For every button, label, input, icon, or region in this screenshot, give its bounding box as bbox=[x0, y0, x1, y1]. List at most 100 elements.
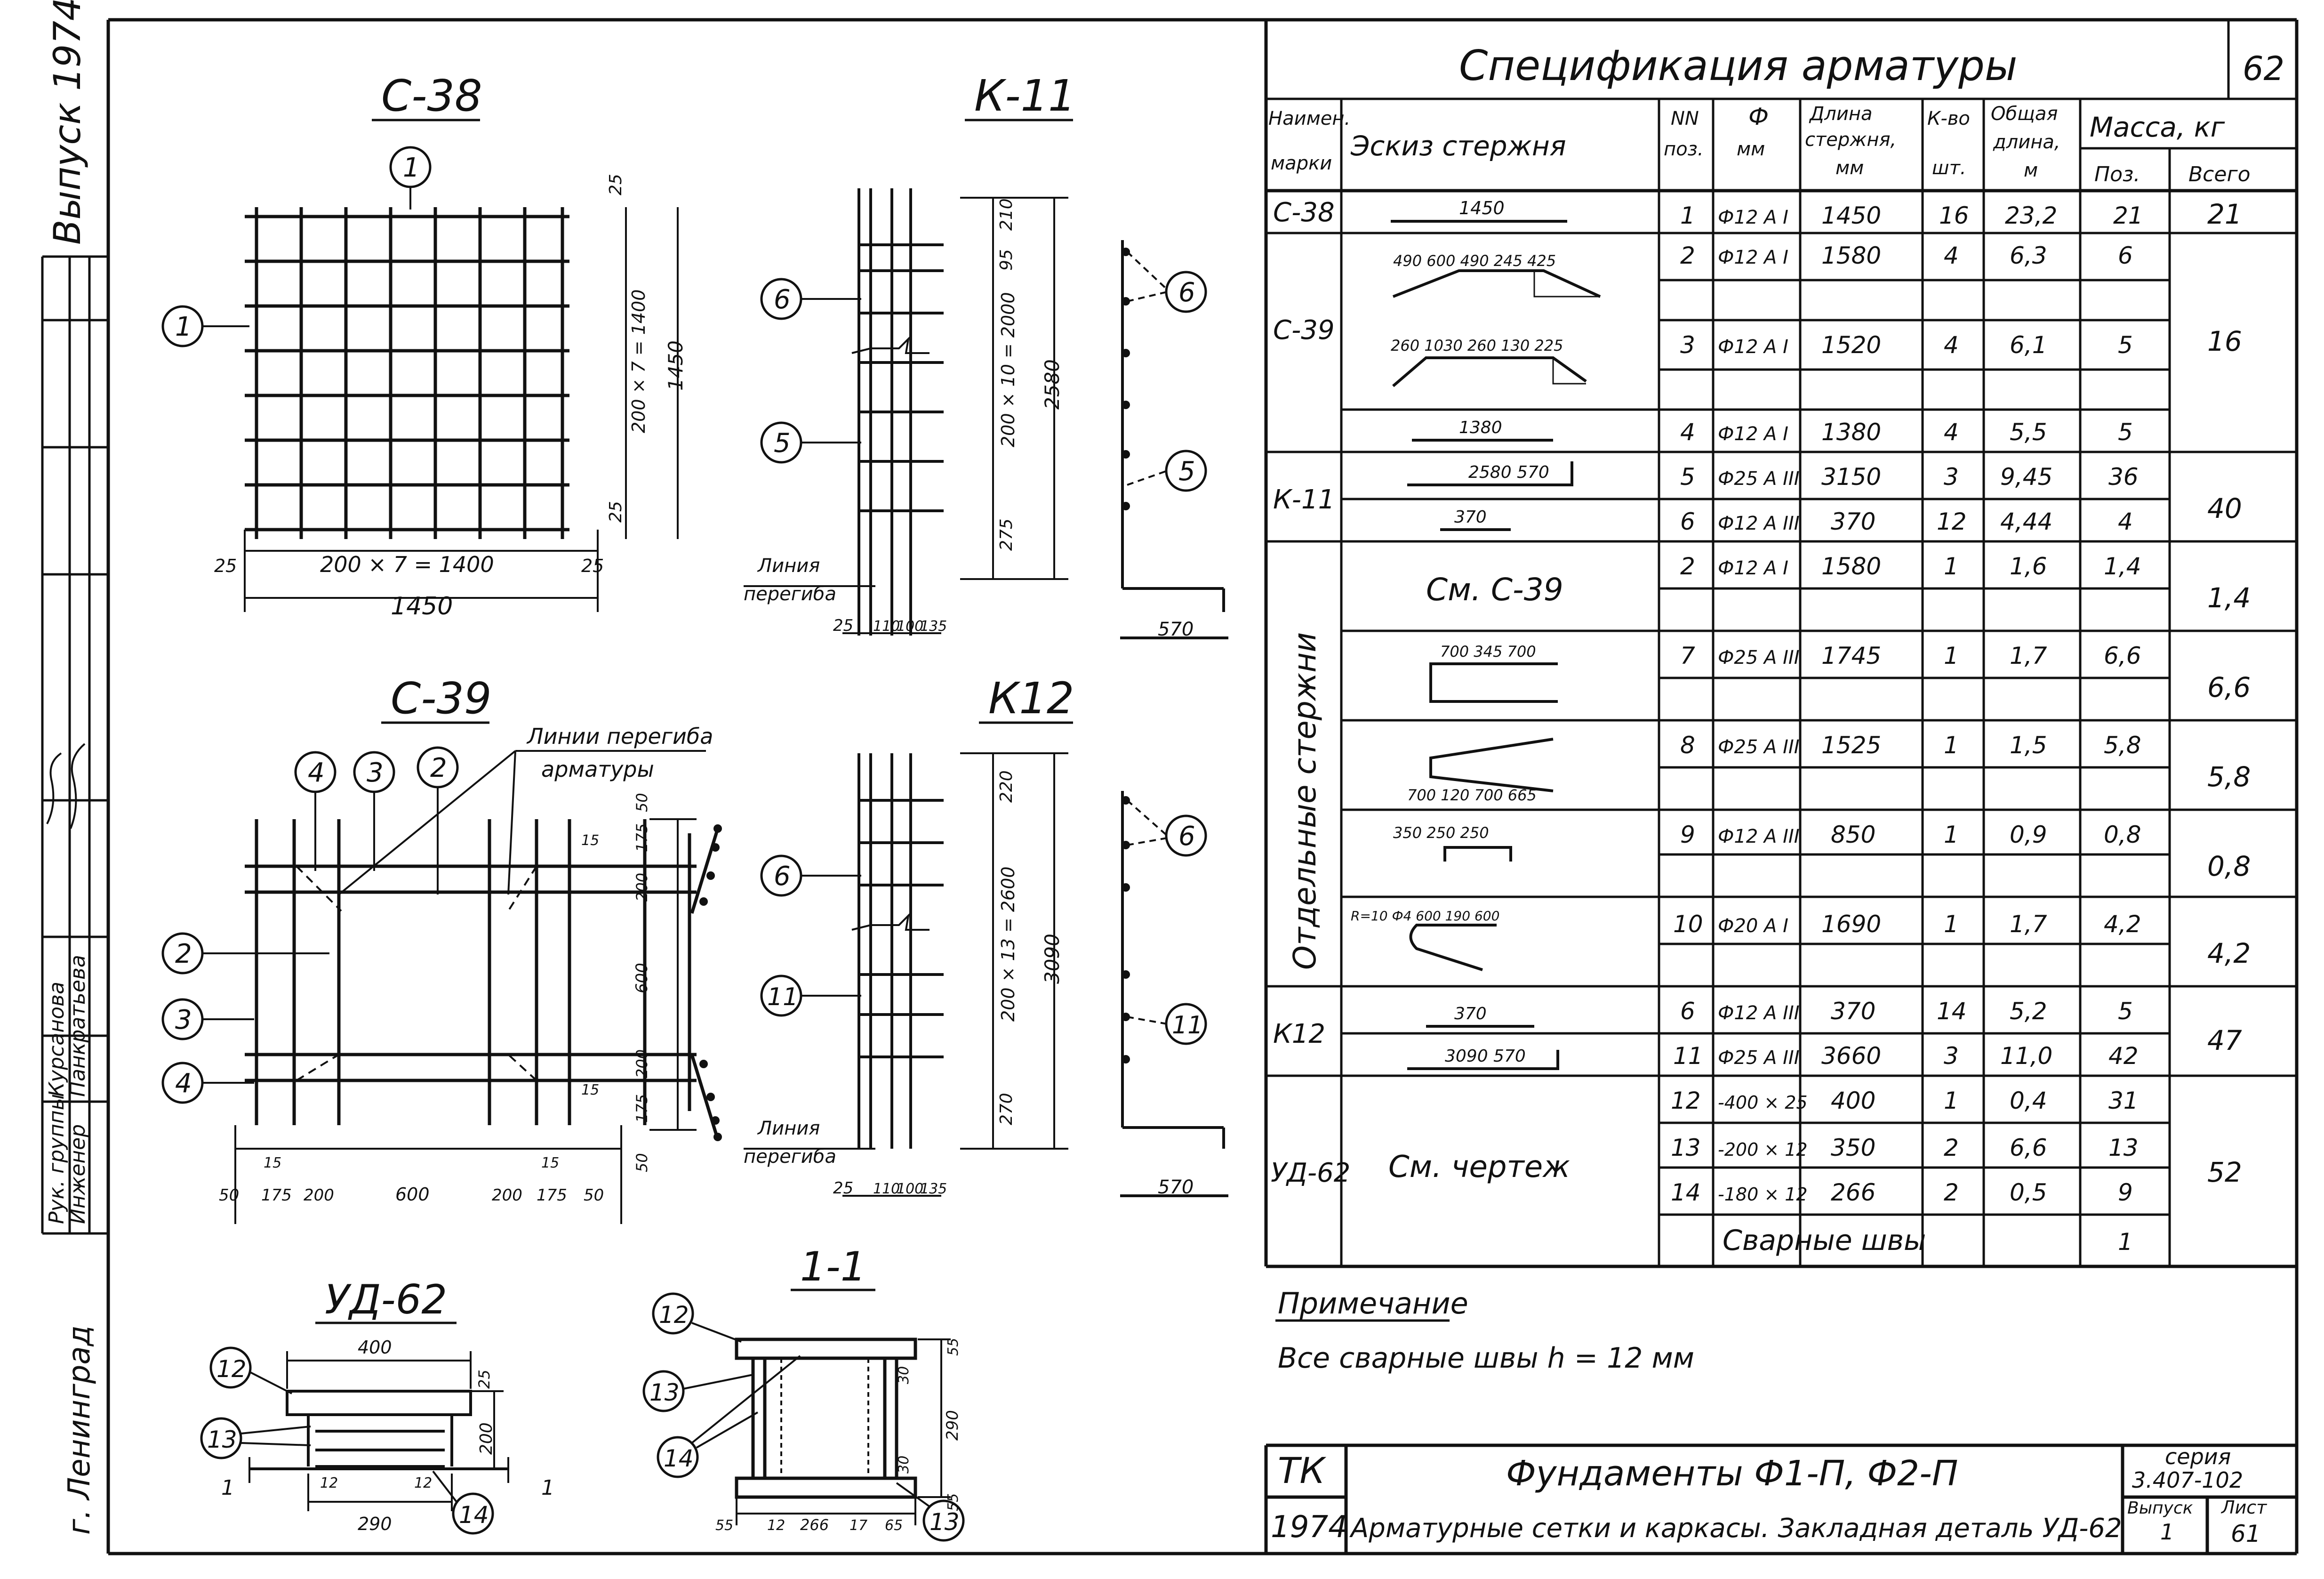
hdr-mark-2: марки bbox=[1271, 153, 1332, 174]
table-cell: 3150 bbox=[1821, 463, 1881, 491]
ud62-title: УД-62 bbox=[325, 1276, 447, 1323]
table-cell: 9,45 bbox=[2000, 463, 2052, 491]
hdr-mass-pos: Поз. bbox=[2094, 162, 2140, 186]
k12-mark-6-label: 6 bbox=[774, 861, 791, 892]
c39-dim-50-left: 50 bbox=[219, 1186, 239, 1205]
table-cell: 4 bbox=[2118, 508, 2133, 535]
section-1-1-title: 1-1 bbox=[800, 1243, 866, 1290]
spec-header: Наимен. марки Эскиз стержня NN поз. Ф мм… bbox=[1268, 103, 2250, 186]
section-mark-12 bbox=[652, 1292, 694, 1335]
table-cell: 9 bbox=[2118, 1179, 2133, 1206]
group-mark-ud62: УД-62 bbox=[1271, 1158, 1350, 1188]
k11-dim-210: 210 bbox=[997, 198, 1016, 231]
table-cell: 1,5 bbox=[2010, 732, 2047, 759]
table-cell: 6 bbox=[2118, 242, 2133, 269]
signature-role-1: Рук. группы bbox=[45, 1094, 69, 1224]
table-cell: 1,6 bbox=[2010, 553, 2047, 580]
k12-dim-570: 570 bbox=[1158, 1176, 1194, 1198]
c38-dim-25-bottom: 25 bbox=[606, 501, 625, 523]
c39-bend-lines-label-2: арматуры bbox=[541, 757, 654, 782]
drawing-c39: С-39 4 3 2 bbox=[161, 673, 722, 1224]
table-cell: 1 bbox=[1944, 642, 1959, 669]
note: Примечание Все сварные швы h = 12 мм bbox=[1275, 1286, 1694, 1375]
table-cell: 12 bbox=[1671, 1087, 1701, 1114]
section-mark-14 bbox=[657, 1436, 699, 1478]
c39-bend-lines-label-1: Линии перегиба bbox=[526, 724, 713, 749]
table-cell: 266 bbox=[1831, 1179, 1875, 1206]
table-cell: 2 bbox=[1680, 553, 1695, 580]
title-block: ТК 1974 Фундаменты Ф1-П, Ф2-П Арматурные… bbox=[1264, 1443, 2297, 1554]
c38-dim-25-top: 25 bbox=[606, 174, 625, 195]
hdr-pos-1: NN bbox=[1671, 108, 1699, 129]
k12-side-mark-6-label: 6 bbox=[1178, 821, 1195, 852]
title-series: 3.407-102 bbox=[2132, 1467, 2243, 1493]
section-dim-17: 17 bbox=[849, 1517, 867, 1534]
table-cell: 4 bbox=[1944, 419, 1959, 446]
c38-dim-25-right: 25 bbox=[581, 556, 604, 576]
sketch-sep-2: См. С-39 bbox=[1426, 572, 1563, 608]
table-cell: 1 bbox=[1680, 202, 1695, 229]
k12-side-mark-11-label: 11 bbox=[1172, 1011, 1203, 1039]
spec-group-marks: С-38 С-39 К-11 Отдельные стержни К12 УД-… bbox=[1271, 197, 1350, 1188]
note-title: Примечание bbox=[1278, 1286, 1468, 1321]
c39-dim-50-right: 50 bbox=[584, 1186, 604, 1205]
table-cell: -400 × 25 bbox=[1718, 1092, 1808, 1113]
table-cell: 4,44 bbox=[2000, 508, 2052, 535]
c39-mark-3-label: 3 bbox=[367, 757, 384, 788]
k11-side-mark-6-label: 6 bbox=[1178, 277, 1195, 308]
table-cell: 8 bbox=[1680, 732, 1695, 759]
table-cell: Ф12 А III bbox=[1718, 513, 1800, 534]
table-cell: 21 bbox=[2113, 202, 2143, 229]
k12-mark-11-label: 11 bbox=[767, 983, 798, 1011]
table-cell: 6,6 bbox=[2104, 642, 2141, 669]
table-cell: 5,2 bbox=[2010, 998, 2047, 1025]
section-mark-13-right bbox=[922, 1499, 965, 1542]
k12-dim-100: 100 bbox=[897, 1181, 923, 1197]
group-mark-separate: Отдельные стержни bbox=[1287, 632, 1323, 970]
table-cell: 0,9 bbox=[2010, 821, 2047, 848]
table-cell: 1 bbox=[1944, 732, 1959, 759]
ud62-section-left: 1 bbox=[221, 1476, 234, 1500]
sketch-4-label: 1380 bbox=[1459, 418, 1502, 437]
table-cell: 4,2 bbox=[2104, 910, 2141, 938]
table-row: 2 Ф12 А I 1580 4 6,3 6 bbox=[1680, 242, 2133, 269]
table-cell: 2 bbox=[1944, 1179, 1959, 1206]
ud62-section-right: 1 bbox=[541, 1476, 554, 1500]
k11-dim-570: 570 bbox=[1158, 619, 1194, 640]
c38-dim-1450: 1450 bbox=[391, 592, 453, 620]
table-cell: 1 bbox=[1944, 553, 1959, 580]
k11-dim-110: 110 bbox=[873, 618, 900, 635]
total-c38: 21 bbox=[2207, 198, 2242, 230]
c38-title: С-38 bbox=[381, 71, 482, 121]
table-cell: 1690 bbox=[1821, 910, 1881, 938]
k12-dim-3090: 3090 bbox=[1041, 934, 1064, 984]
group-mark-k11: К-11 bbox=[1273, 484, 1335, 515]
table-cell: 14 bbox=[1937, 998, 1967, 1025]
spec-title: Спецификация арматуры bbox=[1459, 41, 2018, 90]
table-cell: 1 bbox=[1944, 1087, 1959, 1114]
hdr-pos-2: поз. bbox=[1664, 138, 1704, 160]
drawing-k11: К-11 210 95 200 × 10 = 2000 2580 bbox=[744, 71, 1228, 640]
ud62-dim-25: 25 bbox=[475, 1370, 493, 1389]
k12-bend-line-label-1: Линия bbox=[757, 1118, 820, 1139]
left-strip: Выпуск 1974 Рук. группы Курсанова Инжене… bbox=[41, 0, 108, 1535]
sketch-8-label: 700 120 700 665 bbox=[1407, 786, 1537, 804]
c39-dim-50-bottom: 50 bbox=[633, 1153, 651, 1172]
table-row: 2 Ф12 А I 1580 1 1,6 1,4 bbox=[1680, 553, 2141, 580]
drawing-section-1-1: 1-1 55 30 290 30 55 55 12 266 17 65 bbox=[642, 1243, 965, 1542]
table-cell: 1580 bbox=[1821, 242, 1881, 269]
city-label: г. Ленинград bbox=[62, 1325, 97, 1535]
total-ud62: 52 bbox=[2207, 1156, 2242, 1188]
hdr-len-1: Длина bbox=[1809, 103, 1872, 125]
total-sep-2: 1,4 bbox=[2207, 582, 2251, 614]
group-mark-k12: К12 bbox=[1273, 1019, 1325, 1049]
k11-dim-95: 95 bbox=[997, 249, 1016, 271]
table-cell: 14 bbox=[1671, 1179, 1701, 1206]
k11-mark-5-label: 5 bbox=[774, 428, 791, 459]
table-cell: 1380 bbox=[1821, 419, 1881, 446]
ud62-dim-290: 290 bbox=[358, 1514, 392, 1534]
title-issue-label: Выпуск bbox=[2127, 1498, 2193, 1518]
table-row: 13 -200 × 12 350 2 6,6 13 bbox=[1671, 1134, 2139, 1161]
c38-dim-25-left: 25 bbox=[214, 556, 237, 576]
